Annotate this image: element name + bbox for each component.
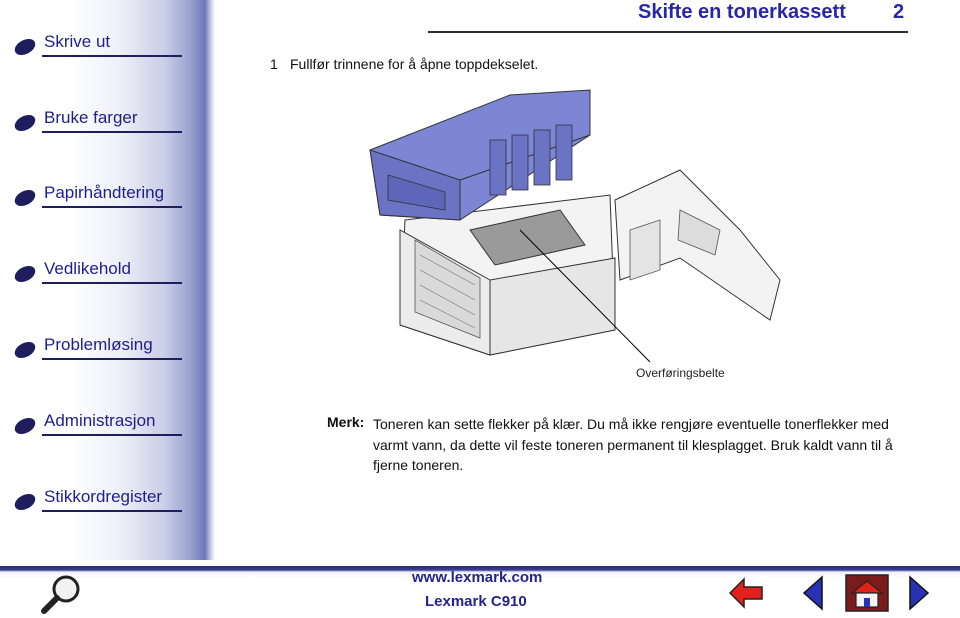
figure-caption: Overføringsbelte — [636, 366, 725, 380]
footer-url-link[interactable]: www.lexmark.com — [412, 569, 543, 586]
nav-bullet-icon — [12, 35, 38, 59]
nav-item-skrive-ut[interactable]: Skrive ut — [12, 30, 182, 59]
back-arrow-icon[interactable] — [728, 573, 764, 613]
nav-item-papirhandtering[interactable]: Papirhåndtering — [12, 181, 182, 210]
nav-underline — [42, 282, 182, 284]
nav-underline — [42, 131, 182, 133]
nav-item-label: Problemløsing — [44, 335, 153, 354]
nav-item-stikkordregister[interactable]: Stikkordregister — [12, 485, 182, 514]
previous-page-icon[interactable] — [800, 573, 826, 613]
printer-illustration — [369, 89, 781, 363]
nav-item-label: Vedlikehold — [44, 259, 131, 278]
home-icon[interactable] — [842, 573, 892, 615]
nav-bullet-icon — [12, 186, 38, 210]
nav-item-label: Skrive ut — [44, 32, 111, 51]
note-label: Merk: — [327, 414, 365, 430]
nav-underline — [42, 358, 182, 360]
nav-bullet-icon — [12, 490, 38, 514]
nav-item-problemlosing[interactable]: Problemløsing — [12, 333, 182, 362]
page-title: Skifte en tonerkassett — [638, 1, 846, 23]
next-page-icon[interactable] — [906, 573, 932, 613]
nav-underline — [42, 55, 182, 57]
nav-bullet-icon — [12, 262, 38, 286]
footer-model: Lexmark C910 — [425, 593, 527, 610]
nav-item-label: Bruke farger — [44, 108, 138, 127]
footer-bar — [0, 566, 960, 618]
page-number: 2 — [893, 1, 905, 23]
nav-bullet-icon — [12, 414, 38, 438]
title-divider — [428, 31, 908, 33]
nav-item-vedlikehold[interactable]: Vedlikehold — [12, 257, 182, 286]
nav-item-label: Stikkordregister — [44, 487, 163, 506]
nav-item-administrasjon[interactable]: Administrasjon — [12, 409, 182, 438]
sidebar — [0, 0, 215, 560]
step-text: Fullfør trinnene for å åpne toppdekselet… — [290, 56, 539, 72]
nav-item-label: Administrasjon — [44, 411, 156, 430]
step-1: 1 Fullfør trinnene for å åpne toppdeksele… — [270, 56, 538, 72]
nav-underline — [42, 434, 182, 436]
nav-bullet-icon — [12, 338, 38, 362]
nav-item-label: Papirhåndtering — [44, 183, 165, 202]
search-icon[interactable] — [38, 573, 86, 615]
step-number: 1 — [270, 56, 278, 72]
nav-bullet-icon — [12, 111, 38, 135]
nav-item-bruke-farger[interactable]: Bruke farger — [12, 106, 182, 135]
note-text: Toneren kan sette flekker på klær. Du må… — [373, 416, 893, 473]
nav-underline — [42, 206, 182, 208]
nav-underline — [42, 510, 182, 512]
